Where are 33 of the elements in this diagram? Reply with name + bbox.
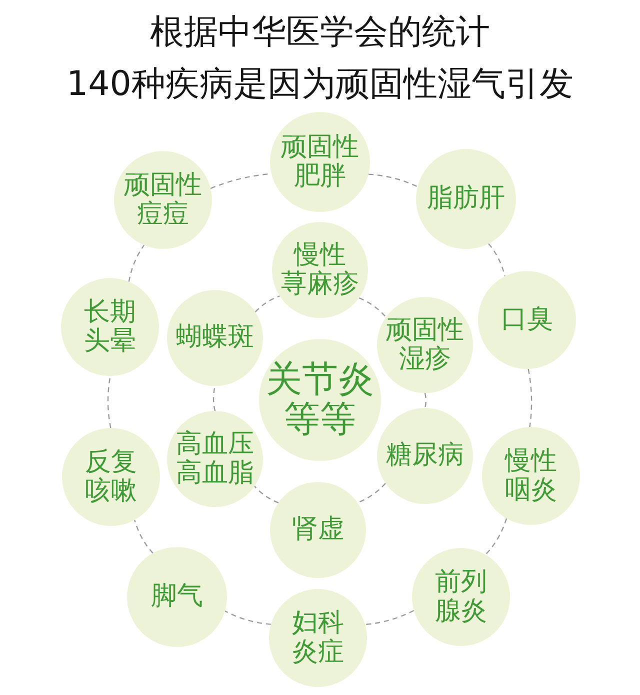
disease-label: 顽固性肥胖 <box>281 132 359 192</box>
disease-label: 前列腺炎 <box>435 568 487 626</box>
dashed-connector <box>485 518 508 555</box>
disease-label: 肾虚 <box>292 515 344 545</box>
disease-label: 糖尿病 <box>386 441 464 471</box>
disease-label: 顽固性痘痘 <box>124 170 202 230</box>
dashed-connector <box>368 174 418 188</box>
dashed-connector <box>212 386 216 412</box>
dashed-connector <box>357 482 386 504</box>
dashed-connector <box>128 244 145 282</box>
disease-label: 顽固性湿疹 <box>386 316 464 374</box>
disease-label: 关节炎等等 <box>266 360 374 440</box>
disease-label: 脚气 <box>151 582 203 612</box>
dashed-connector <box>528 368 532 428</box>
dashed-connector <box>488 243 506 276</box>
disease-label: 妇科炎症 <box>292 608 344 668</box>
dashed-connector <box>254 486 279 504</box>
dashed-connector <box>254 296 280 312</box>
disease-label: 高血压高血脂 <box>176 430 254 488</box>
disease-label: 慢性咽炎 <box>505 446 557 506</box>
disease-label: 慢性荨麻疹 <box>281 240 359 300</box>
disease-label: 反复咳嗽 <box>85 448 137 506</box>
dashed-connector <box>424 392 426 408</box>
disease-label: 脂肪肝 <box>427 184 505 214</box>
dashed-connector <box>365 610 414 626</box>
dashed-connector <box>107 376 112 428</box>
disease-label: 蝴蝶斑 <box>176 323 254 353</box>
disease-label: 口臭 <box>501 305 553 335</box>
dashed-connector <box>224 610 271 625</box>
dashed-connector <box>134 520 154 554</box>
disease-label: 长期头晕 <box>84 298 136 356</box>
dashed-connector <box>358 297 386 318</box>
title: 根据中华医学会的统计140种疾病是因为顽固性湿气引发 <box>66 11 574 106</box>
